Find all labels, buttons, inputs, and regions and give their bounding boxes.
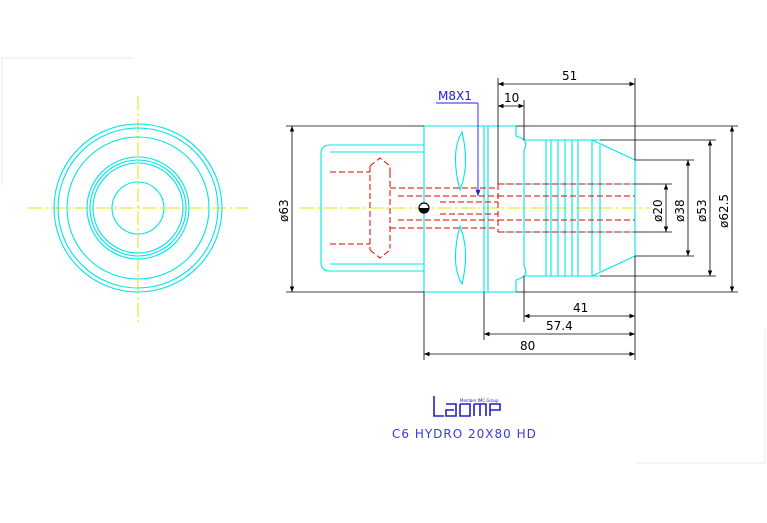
side-view xyxy=(300,125,650,293)
dim-dia-20: ø20 xyxy=(651,199,665,222)
thread-note-leader xyxy=(436,102,481,196)
company-logo: Member IMC Group xyxy=(433,396,501,417)
dim-dia-53: ø53 xyxy=(695,199,709,222)
dim-51: 51 xyxy=(562,69,577,83)
svg-text:Member IMC Group: Member IMC Group xyxy=(460,398,499,403)
dim-80: 80 xyxy=(520,339,535,353)
dim-41: 41 xyxy=(573,301,588,315)
thread-note: M8X1 xyxy=(438,89,472,103)
dimensions xyxy=(286,78,738,360)
dim-dia-63: ø63 xyxy=(277,199,291,222)
dim-dia-62-5: ø62.5 xyxy=(717,194,731,228)
sheet-frame xyxy=(1,57,766,464)
drawing-title: C6 HYDRO 20X80 HD xyxy=(392,427,537,441)
end-view-centerlines xyxy=(28,96,248,322)
dim-57-4: 57.4 xyxy=(546,319,573,333)
end-view-circles xyxy=(53,123,223,293)
end-view xyxy=(28,96,248,322)
dim-dia-38: ø38 xyxy=(673,199,687,222)
dim-10: 10 xyxy=(504,91,519,105)
side-view-hidden-lines xyxy=(330,157,635,259)
side-view-outline xyxy=(320,125,636,293)
